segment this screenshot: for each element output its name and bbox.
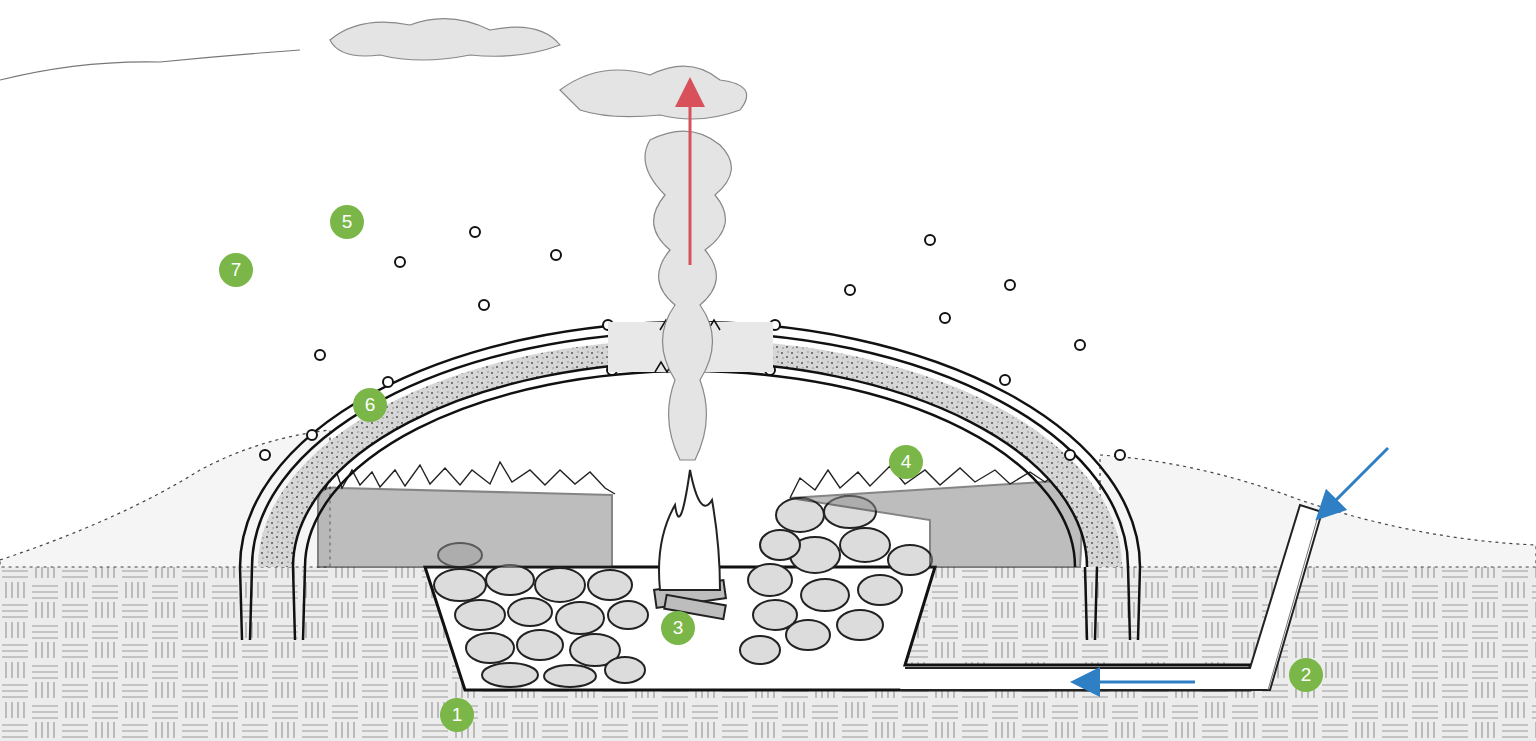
earth-bench	[790, 480, 1082, 567]
callout-number: 5	[330, 205, 364, 239]
callout-number: 3	[661, 611, 695, 645]
callout-number: 2	[1289, 658, 1323, 692]
earth-bench	[318, 488, 612, 568]
callout-number: 4	[889, 445, 923, 479]
callout-number: 6	[353, 388, 387, 422]
callout-number: 1	[440, 698, 474, 732]
callout-number: 7	[219, 253, 253, 287]
fresh-air-arrow	[1326, 448, 1388, 510]
smoke-drift	[0, 50, 300, 80]
grass	[325, 462, 1075, 498]
fresh-air-arrow	[1085, 681, 1195, 684]
hot-air-arrow	[689, 92, 692, 265]
smoke	[330, 19, 747, 460]
fire	[654, 470, 726, 619]
